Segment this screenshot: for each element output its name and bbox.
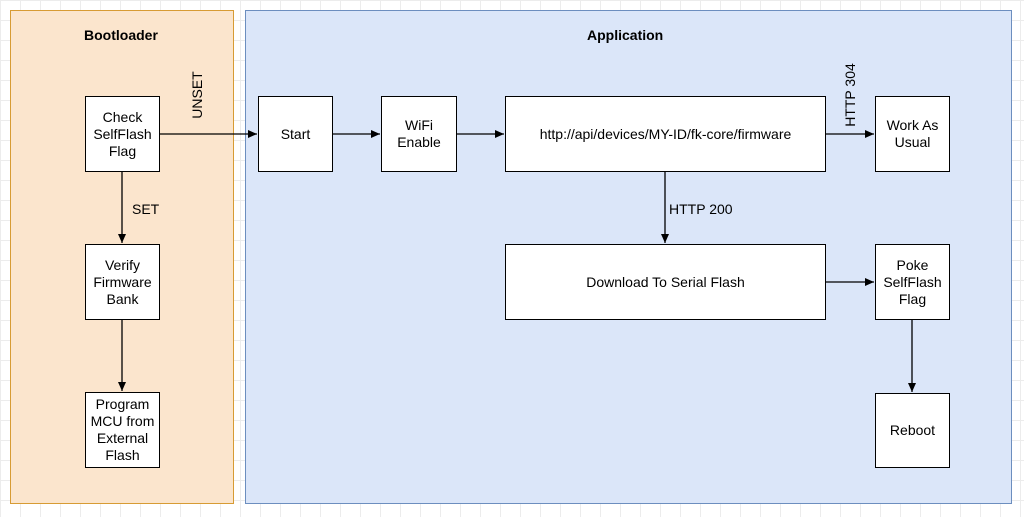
start-node: Start [258,96,333,172]
verify-firmware-bank-node: Verify Firmware Bank [85,244,160,320]
wifi-enable-node: WiFi Enable [381,96,457,172]
edge-label-http-200: HTTP 200 [669,201,733,217]
firmware-url-node: http://api/devices/MY-ID/fk-core/firmwar… [505,96,826,172]
download-serial-flash-node: Download To Serial Flash [505,244,826,320]
work-as-usual-node: Work As Usual [875,96,950,172]
check-selfflash-flag-node: Check SelfFlash Flag [85,96,160,172]
poke-selfflash-flag-node: Poke SelfFlash Flag [875,244,950,320]
edge-label-set: SET [132,201,160,217]
application-title: Application [587,27,664,43]
edge-label-unset: UNSET [189,71,205,119]
program-mcu-node: Program MCU from External Flash [85,392,160,468]
edge-label-http-304: HTTP 304 [842,63,858,127]
reboot-node: Reboot [875,393,950,468]
bootloader-title: Bootloader [84,27,158,43]
